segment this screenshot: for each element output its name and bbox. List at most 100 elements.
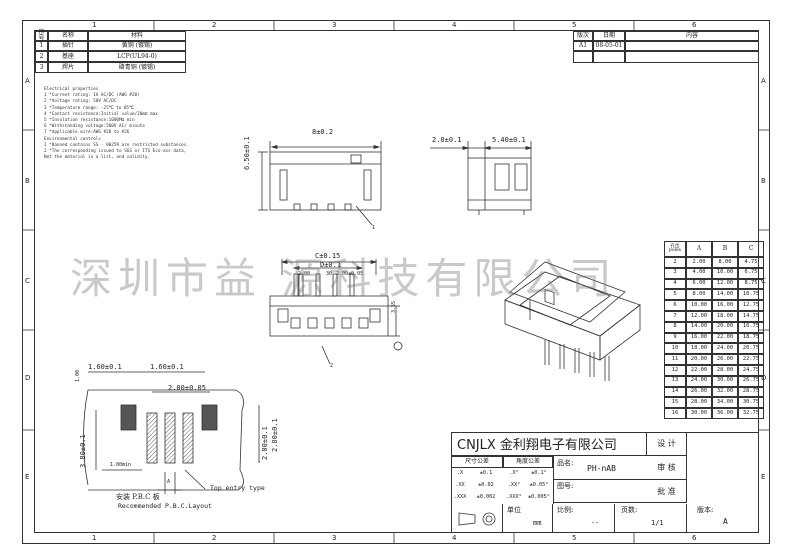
- part-name-row: 品名: PH-nAB: [553, 456, 647, 480]
- dim-front-c: C±0.15: [315, 252, 341, 260]
- pole-count-cell: 13: [664, 375, 686, 387]
- pole-table-cell: 34.00: [712, 397, 738, 409]
- pole-count-cell: 16: [664, 408, 686, 419]
- tolerance-cell: .X: [456, 470, 464, 477]
- scale-cell: 比例: --: [553, 504, 615, 533]
- version-cell: 版本: A: [687, 504, 759, 533]
- pole-table-cell: 14.00: [686, 321, 712, 333]
- spec-line: 1 *Banned contains SS - 00259 are restri…: [44, 142, 189, 148]
- pole-count-cell: 9: [664, 332, 686, 344]
- unit-value: mm: [533, 519, 542, 527]
- pole-table-cell: 12.75: [738, 300, 764, 311]
- pole-count-cell: 3: [664, 267, 686, 279]
- tolerance-cell: ±0.005°: [528, 494, 550, 501]
- pole-table-header: A: [686, 241, 712, 257]
- grid-col-6-bottom: 6: [692, 534, 697, 542]
- grid-row-d: D: [25, 374, 31, 382]
- grid-col-1: 1: [92, 21, 97, 29]
- grid-row-c: C: [25, 277, 30, 285]
- pole-table-cell: 28.00: [712, 365, 738, 376]
- tolerance-cell: ±0.02: [478, 482, 494, 489]
- dim-front-pitch2: 2.00±0.05: [336, 271, 364, 277]
- bom-header-material: 材料: [88, 31, 186, 41]
- side-view: [430, 141, 533, 215]
- spec-line: 2 *The corresponding issued to SGS or IT…: [44, 149, 187, 155]
- pole-table-header: 孔位 poles: [664, 241, 686, 257]
- pole-table-cell: 20.00: [686, 354, 712, 365]
- pole-count-cell: 5: [664, 289, 686, 301]
- projection-symbol: [451, 504, 503, 533]
- bom-row-2-name: 基座: [48, 51, 88, 62]
- grid-row-a-right: A: [761, 77, 766, 85]
- bom-row-3-material: 磷青铜 (镀锡): [88, 62, 186, 73]
- page-value: 1/1: [651, 519, 664, 527]
- pole-table-cell: 12.00: [686, 311, 712, 322]
- pole-table-cell: 8.00: [686, 289, 712, 301]
- dim-pcb-280: 2.80±0.1: [271, 418, 279, 452]
- tolerance-angle-header: 角度公差: [503, 456, 553, 468]
- revision-header-content: 内容: [625, 31, 759, 41]
- tolerance-cell: .XX°: [507, 482, 521, 489]
- drawing-number-row: 图号:: [553, 480, 647, 503]
- tolerance-cell: .X°: [509, 470, 519, 477]
- pole-table-cell: 22.00: [712, 332, 738, 344]
- spec-line: 5 *Insulation resistance:1000MΩ min: [44, 118, 135, 124]
- pcb-title-cn: 安装 P.B.C 板: [116, 493, 160, 501]
- tolerance-cell: .XXX: [453, 494, 467, 501]
- pole-table-cell: 30.75: [738, 397, 764, 409]
- unit-cell: 单位 mm: [503, 504, 553, 533]
- tolerance-cell: ±0.1°: [531, 470, 547, 477]
- dim-side-a: 2.0±0.1: [432, 136, 462, 144]
- pole-table-cell: 26.75: [738, 375, 764, 387]
- pole-table-cell: 12.00: [712, 278, 738, 290]
- pole-table-cell: 18.00: [686, 343, 712, 355]
- pole-table-cell: 8.00: [712, 257, 738, 268]
- pole-table-cell: 20.00: [712, 321, 738, 333]
- revision-row-content: [625, 41, 759, 51]
- revision-row-date: 08-05-01: [593, 41, 625, 51]
- pole-table-cell: 10.75: [738, 289, 764, 301]
- grid-col-3: 3: [332, 21, 337, 29]
- dim-top-height: 6.50±0.1: [243, 136, 251, 170]
- grid-row-e-right: E: [761, 473, 766, 481]
- unit-label: 单位: [507, 506, 521, 514]
- grid-col-2-bottom: 2: [212, 534, 217, 542]
- revision-row-version: A1: [573, 41, 593, 51]
- pole-table-header: C: [738, 241, 764, 257]
- revision-empty-3: [625, 51, 759, 63]
- pole-table-cell: 28.00: [686, 397, 712, 409]
- pole-table-cell: 24.75: [738, 365, 764, 376]
- grid-col-2: 2: [212, 21, 217, 29]
- grid-col-1-bottom: 1: [92, 534, 97, 542]
- grid-col-4-bottom: 4: [452, 534, 457, 542]
- dim-pcb-100min: 1.00min: [110, 462, 132, 468]
- bom-row-2-no: 2: [35, 51, 48, 62]
- pole-table-cell: 30.00: [686, 408, 712, 419]
- dim-front-pin: 30: [326, 271, 333, 277]
- pole-table-cell: 22.75: [738, 354, 764, 365]
- spec-line: 4 *Contact resistance:Initial value/20mΩ…: [44, 111, 158, 117]
- dim-pcb-380: 3.80±0.1: [79, 434, 87, 468]
- tolerance-cell: ±0.002: [476, 494, 496, 501]
- tolerance-cell: .XX: [455, 482, 465, 489]
- spec-line: Environmental controls: [44, 136, 101, 142]
- version-value: A: [723, 517, 728, 526]
- dim-pcb-a: A: [167, 479, 171, 485]
- version-label: 版本:: [697, 506, 714, 514]
- page-cell: 页数: 1/1: [615, 504, 687, 533]
- pole-table-cell: 14.75: [738, 311, 764, 322]
- pole-table-cell: 20.75: [738, 343, 764, 355]
- spec-line: 2 *Voltage rating: 50V AC/DC: [44, 99, 117, 105]
- pole-table-cell: 18.75: [738, 332, 764, 344]
- revision-empty-2: [593, 51, 625, 63]
- spec-line: 3 *Temperature range: -25℃ to 85℃: [44, 105, 134, 111]
- spec-line: 6 *Withstanding voltage:500V AC/ minute: [44, 124, 145, 130]
- pole-table-cell: 2.00: [686, 257, 712, 268]
- grid-col-6: 6: [692, 21, 697, 29]
- pole-table-cell: 10.00: [712, 267, 738, 279]
- bom-row-1-material: 黄铜 (镀锡): [88, 41, 186, 51]
- title-block-frame: [451, 432, 759, 533]
- pole-table-cell: 6.00: [686, 278, 712, 290]
